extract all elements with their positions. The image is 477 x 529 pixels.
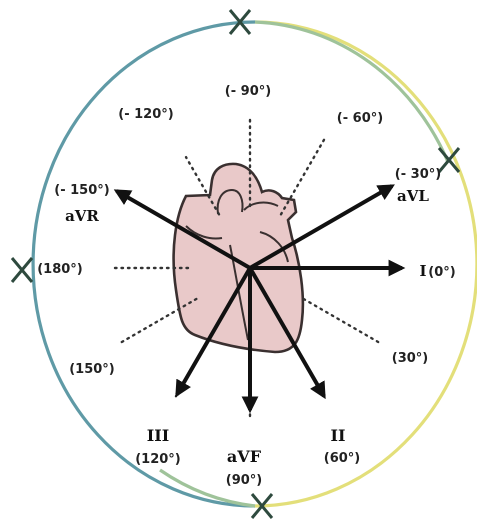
heart-vessel-2 (243, 201, 279, 211)
dotted-ray (184, 155, 221, 216)
angle-label-avl: (- 30°) (395, 167, 441, 182)
lead-label-avf: aVF (227, 447, 262, 466)
dotted-angle-label-m120: (- 120°) (118, 107, 173, 122)
dotted-angle-label-d180: (180°) (37, 262, 83, 277)
angle-label-avr: (- 150°) (54, 183, 109, 198)
heart-right-chamber (259, 231, 289, 263)
ring-marker-bottom (250, 493, 274, 519)
angle-label-iii: (120°) (135, 452, 181, 467)
lead-arrow-avl (249, 184, 395, 270)
dotted-ray (302, 297, 380, 344)
axis-labels: aVR (- 150°) aVL (- 30°) I(0°) II (60°) aVF (90°… (37, 84, 455, 488)
lead-arrow-iii (175, 266, 252, 398)
lead-label-iii: III (147, 426, 169, 445)
ring-bottom-arc (159, 468, 256, 508)
lead-label-avr: aVR (65, 207, 99, 225)
lead-label-avl: aVL (397, 187, 429, 205)
ring-top-right-arc (254, 20, 450, 163)
dotted-angle-label-d30: (30°) (392, 351, 428, 366)
ring-marker-left (10, 257, 34, 283)
lead-arrow-ii (248, 266, 326, 400)
heart-atrium (185, 225, 223, 240)
ring-left-arc (31, 20, 256, 508)
dotted-angle-label-m60: (- 60°) (337, 111, 383, 126)
lead-label-ii: II (331, 426, 346, 445)
angle-label-ii: (60°) (324, 451, 360, 466)
ring-marker-top (228, 9, 252, 35)
dotted-ray (279, 136, 327, 216)
angle-label-avf: (90°) (226, 473, 262, 488)
lead-axes (113, 184, 406, 414)
heart-vessel-1 (216, 188, 244, 215)
dotted-ray (118, 297, 198, 345)
dotted-angle-label-d150: (150°) (69, 362, 115, 377)
lead-arrow-avr (113, 189, 251, 270)
ring-markers (10, 9, 461, 519)
ring-marker-top-right (437, 147, 461, 173)
lead-label-i: I (419, 262, 426, 280)
dotted-angle-label-m90: (- 90°) (225, 84, 271, 99)
angle-label-i: (0°) (428, 265, 455, 280)
